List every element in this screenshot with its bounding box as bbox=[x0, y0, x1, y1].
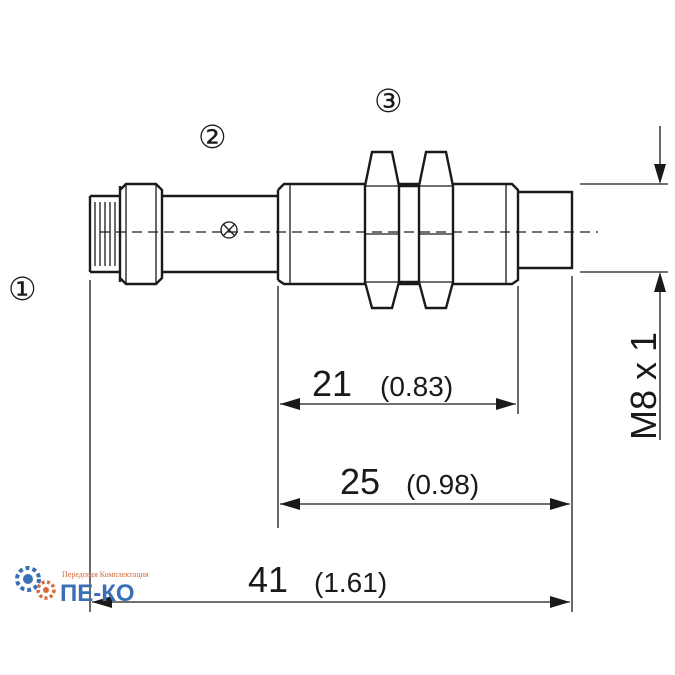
watermark-tagline: Передовая Комплектация bbox=[62, 570, 149, 579]
callout-3: ③ bbox=[374, 82, 403, 120]
housing-thread bbox=[277, 182, 520, 286]
extension-lines bbox=[89, 183, 668, 612]
housing-plain bbox=[162, 190, 280, 280]
sensor-body bbox=[88, 150, 598, 310]
sensing-face bbox=[518, 190, 574, 270]
nut-left bbox=[363, 150, 401, 310]
callout-1: ① bbox=[8, 270, 37, 308]
connector-plug bbox=[88, 186, 122, 282]
dim-25-value: 25 bbox=[340, 461, 380, 502]
nut-right bbox=[417, 150, 455, 310]
led-indicator-icon bbox=[220, 221, 238, 239]
dim-21-inch: (0.83) bbox=[380, 371, 453, 402]
dimension-25: 25 (0.98) bbox=[280, 461, 570, 510]
dim-25-inch: (0.98) bbox=[406, 469, 479, 500]
dim-21-value: 21 bbox=[312, 363, 352, 404]
connector-collar bbox=[119, 182, 164, 286]
dimension-41: 41 (1.61) bbox=[92, 559, 570, 608]
dim-41-value: 41 bbox=[248, 559, 288, 600]
callout-2: ② bbox=[198, 118, 227, 156]
dimension-thread: M8 x 1 bbox=[623, 126, 666, 440]
watermark-logo: Передовая Комплектация ПЕ-КО bbox=[15, 566, 149, 607]
gear-icon bbox=[15, 566, 41, 592]
watermark-name: ПЕ-КО bbox=[60, 580, 135, 607]
gear-small-icon bbox=[36, 580, 56, 600]
thread-label: M8 x 1 bbox=[623, 332, 664, 440]
dimension-21: 21 (0.83) bbox=[280, 363, 516, 410]
nut-gap bbox=[399, 184, 419, 284]
dim-41-inch: (1.61) bbox=[314, 567, 387, 598]
